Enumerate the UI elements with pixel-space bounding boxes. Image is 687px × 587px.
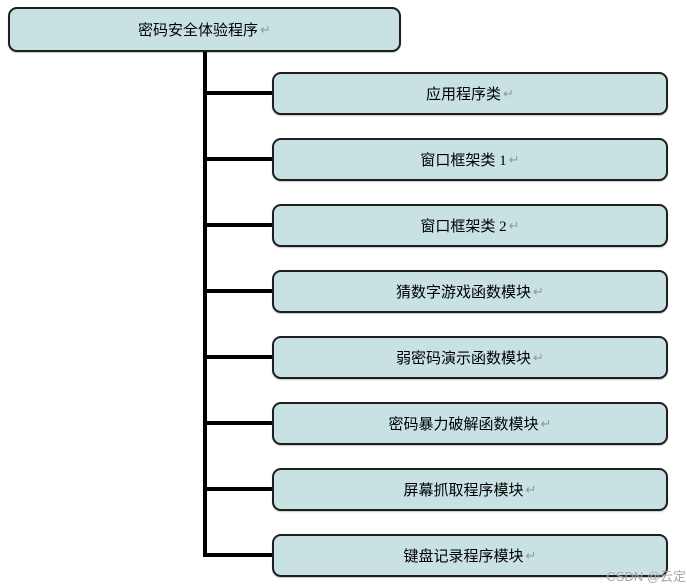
- trunk-connector-line: [203, 52, 207, 557]
- child-row: 猜数字游戏函数模块↵: [205, 270, 668, 313]
- paragraph-return-icon: ↵: [503, 85, 514, 101]
- branch-connector-line: [205, 487, 274, 491]
- child-row: 窗口框架类 1↵: [205, 138, 668, 181]
- paragraph-return-icon: ↵: [533, 283, 544, 299]
- child-node: 弱密码演示函数模块↵: [272, 336, 668, 379]
- paragraph-return-icon: ↵: [525, 481, 537, 497]
- root-node: 密码安全体验程序↵: [8, 7, 401, 52]
- child-node: 猜数字游戏函数模块↵: [272, 270, 668, 313]
- branch-connector-line: [205, 223, 274, 227]
- branch-connector-line: [205, 157, 274, 161]
- child-node-label: 屏幕抓取程序模块: [403, 483, 524, 499]
- child-row: 窗口框架类 2↵: [205, 204, 668, 247]
- branch-connector-line: [205, 421, 274, 425]
- paragraph-return-icon: ↵: [508, 151, 520, 167]
- branch-connector-line: [205, 91, 274, 95]
- child-node: 窗口框架类 2↵: [272, 204, 668, 247]
- child-row: 弱密码演示函数模块↵: [205, 336, 668, 379]
- child-node-label: 窗口框架类 1: [420, 153, 507, 169]
- root-node-label: 密码安全体验程序: [138, 23, 259, 39]
- child-node-label: 应用程序类: [426, 87, 502, 103]
- child-row: 密码暴力破解函数模块↵: [205, 402, 668, 445]
- child-row: 屏幕抓取程序模块↵: [205, 468, 668, 511]
- child-node-label: 猜数字游戏函数模块: [396, 285, 532, 301]
- paragraph-return-icon: ↵: [540, 415, 552, 431]
- paragraph-return-icon: ↵: [533, 349, 544, 365]
- branch-connector-line: [205, 289, 274, 293]
- paragraph-return-icon: ↵: [525, 547, 537, 563]
- child-node: 键盘记录程序模块↵: [272, 534, 668, 577]
- child-row: 键盘记录程序模块↵: [205, 534, 668, 577]
- child-node: 应用程序类↵: [272, 72, 668, 115]
- child-node-label: 弱密码演示函数模块: [396, 351, 532, 367]
- child-node: 窗口框架类 1↵: [272, 138, 668, 181]
- branch-connector-line: [205, 355, 274, 359]
- child-node: 屏幕抓取程序模块↵: [272, 468, 668, 511]
- paragraph-return-icon: ↵: [508, 217, 520, 233]
- child-node-label: 窗口框架类 2: [420, 219, 507, 235]
- child-node-label: 键盘记录程序模块: [403, 549, 524, 565]
- child-node-label: 密码暴力破解函数模块: [388, 417, 539, 433]
- child-row: 应用程序类↵: [205, 72, 668, 115]
- child-node: 密码暴力破解函数模块↵: [272, 402, 668, 445]
- csdn-watermark: CSDN @云定: [606, 569, 686, 584]
- branch-connector-line: [205, 553, 274, 557]
- paragraph-return-icon: ↵: [260, 21, 271, 37]
